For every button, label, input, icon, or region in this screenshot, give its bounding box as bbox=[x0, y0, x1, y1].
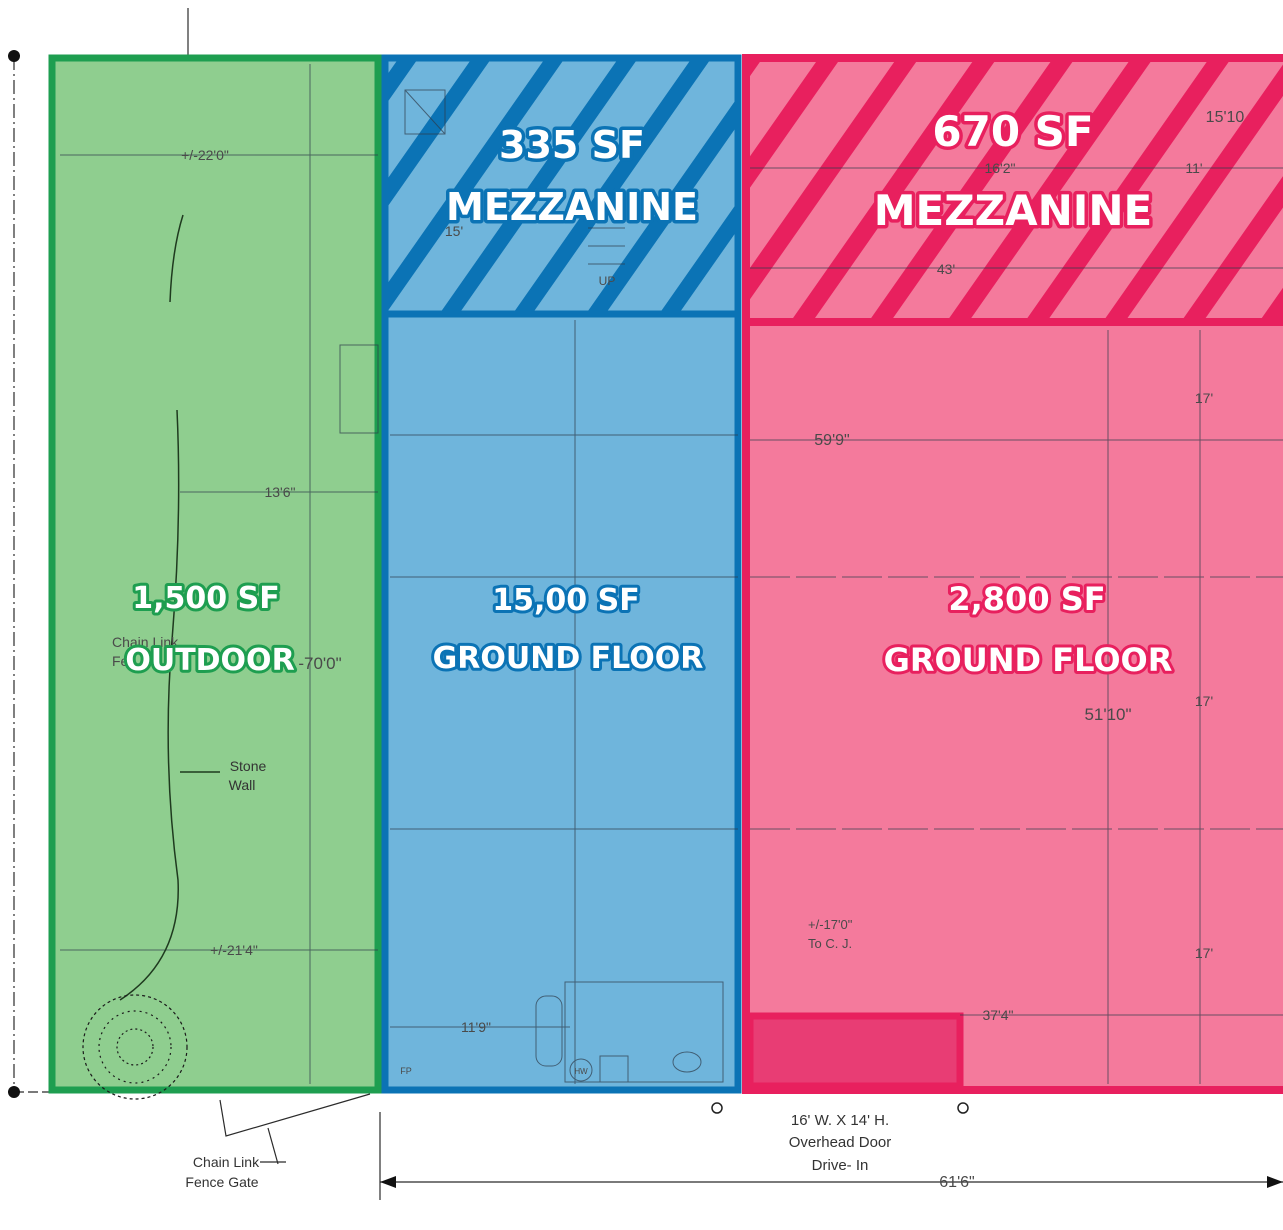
chain-link-fence-label-1: Chain Link bbox=[112, 634, 179, 650]
dim-middle-lower: 11'9" bbox=[461, 1019, 491, 1035]
stair-up-mark: UP bbox=[599, 274, 616, 288]
door-note-3: Drive- In bbox=[812, 1157, 869, 1174]
door-note-1: 16' W. X 14' H. bbox=[791, 1112, 889, 1129]
dim-to-cj-label: To C. J. bbox=[808, 936, 852, 951]
dim-mezz-depth: 43' bbox=[937, 261, 955, 277]
right-ground-label: GROUND FLOOR bbox=[884, 641, 1173, 679]
outdoor-zone bbox=[48, 54, 382, 1094]
survey-point-bottom bbox=[8, 1086, 20, 1098]
middle-ground-label: GROUND FLOOR bbox=[433, 641, 704, 676]
stone-wall-note-1: Stone bbox=[230, 758, 267, 774]
middle-mezz-label: MEZZANINE bbox=[446, 185, 698, 229]
outdoor-area: 1,500 SF bbox=[132, 581, 279, 616]
dim-mezz-corner: 15'10 bbox=[1206, 109, 1245, 126]
right-ground-fill bbox=[746, 322, 1283, 1090]
interior-linework bbox=[60, 64, 1283, 1084]
zone-labels: 1,500 SF OUTDOOR 335 SF MEZZANINE 15,00 … bbox=[122, 104, 1175, 683]
door-note-2: Overhead Door bbox=[789, 1134, 892, 1151]
stone-wall bbox=[119, 214, 220, 1001]
arrow-left bbox=[380, 1176, 396, 1188]
plan-linework bbox=[13, 8, 1283, 1200]
arrow-right bbox=[1267, 1176, 1283, 1188]
tree-icon bbox=[82, 994, 188, 1100]
middle-mezzanine-hatch bbox=[385, 58, 738, 314]
stone-wall-note-2: Wall bbox=[229, 777, 256, 793]
middle-mezz-area: 335 SF bbox=[499, 123, 645, 167]
dim-outdoor-depth: -70'0" bbox=[298, 654, 341, 673]
dim-mezz-right: 11' bbox=[1185, 160, 1202, 176]
bollard-right bbox=[957, 1102, 969, 1114]
outdoor-label: OUTDOOR bbox=[125, 643, 294, 678]
chain-link-fence-label-2: Fe bbox=[112, 653, 129, 669]
dim-middle-mezz: 15' bbox=[445, 223, 463, 239]
dim-outdoor-top-width: +/-22'0" bbox=[181, 147, 229, 163]
right-mezz-area: 670 SF bbox=[932, 107, 1093, 156]
dimension-labels: +/-22'0" 13'6" +/-21'4" -70'0" 59'9" 51'… bbox=[181, 109, 1244, 1191]
plan-marks: UP HW FP Chain Link Fe bbox=[112, 274, 615, 1076]
gate-note-2: Fence Gate bbox=[185, 1174, 258, 1190]
gate-note-1: Chain Link bbox=[193, 1154, 260, 1170]
right-mezz-label: MEZZANINE bbox=[874, 186, 1153, 235]
dim-right-inner-depth: 51'10" bbox=[1084, 705, 1131, 724]
middle-ground-area: 15,00 SF bbox=[492, 583, 639, 618]
right-unit-outline bbox=[742, 54, 1283, 1094]
dim-outdoor-bottom-width: +/-21'4" bbox=[210, 942, 258, 958]
dim-bay-2: 17' bbox=[1195, 693, 1213, 709]
water-heater-mark: HW bbox=[574, 1067, 588, 1076]
bollard-left bbox=[711, 1102, 723, 1114]
overhead-door-bay bbox=[746, 1012, 964, 1090]
middle-ground-fill bbox=[385, 314, 738, 1090]
fp-mark: FP bbox=[400, 1066, 412, 1076]
dim-right-lower: 37'4" bbox=[982, 1007, 1013, 1023]
annotations: Stone Wall Chain Link Fence Gate 16' W. … bbox=[185, 758, 891, 1190]
survey-point-top bbox=[8, 50, 20, 62]
right-mezzanine-hatch bbox=[746, 58, 1283, 322]
dim-bay-3: 17' bbox=[1195, 945, 1213, 961]
dim-to-cj-distance: +/-17'0" bbox=[808, 917, 853, 932]
dim-mezz-width: 16'2" bbox=[984, 160, 1015, 176]
dim-right-depth: 59'9" bbox=[814, 432, 849, 449]
right-ground-area: 2,800 SF bbox=[948, 580, 1105, 618]
dim-outdoor-mid-width: 13'6" bbox=[264, 484, 295, 500]
dim-bay-1: 17' bbox=[1195, 390, 1213, 406]
dim-total-width: 61'6" bbox=[939, 1174, 974, 1191]
middle-unit-outline bbox=[381, 54, 742, 1094]
